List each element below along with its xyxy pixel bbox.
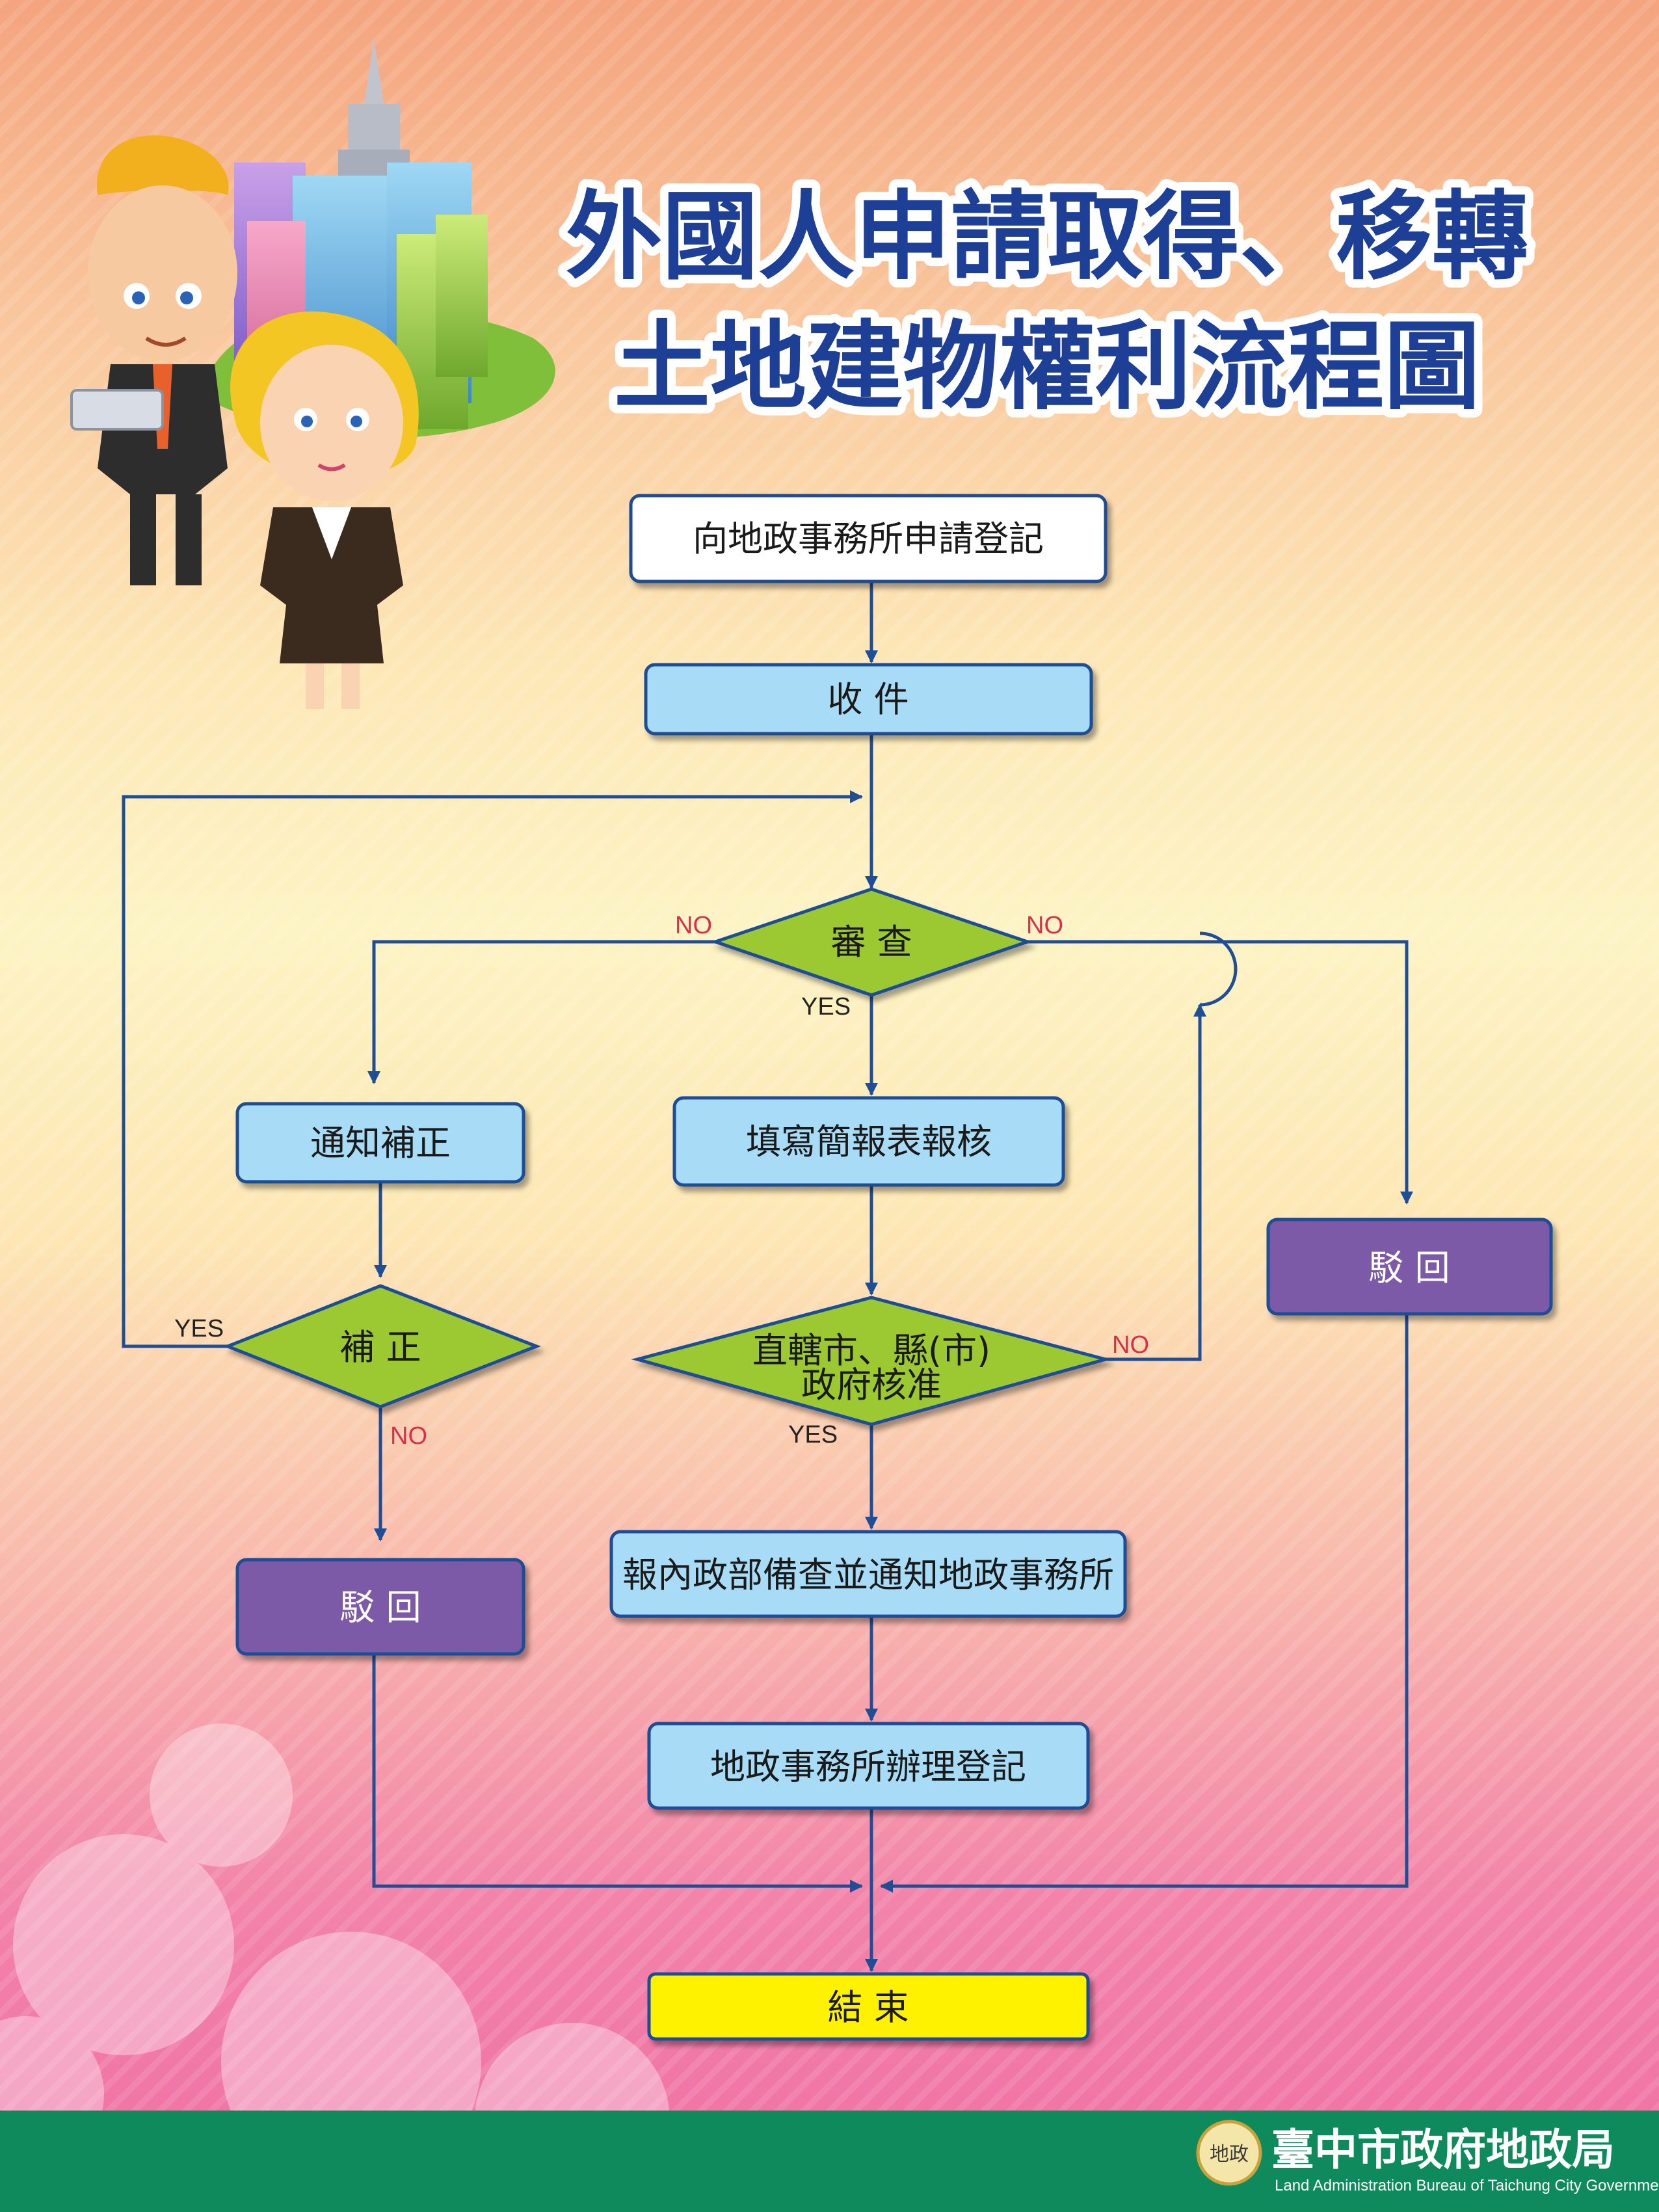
node-correct-label: 補 正 [339,1327,421,1368]
edge-approve-no-loop [1106,1004,1206,1361]
connectors [122,582,1413,1972]
label-correct-yes: YES [174,1315,224,1342]
node-register-label: 地政事務所辦理登記 [710,1746,1026,1787]
node-fill-report [672,1096,1065,1187]
node-approve-label-2: 政府核准 [801,1365,942,1406]
node-review [710,887,1033,997]
label-review-no-right: NO [1026,912,1063,939]
edge-reject-right-end [880,1314,1409,1893]
node-reject-right [1266,1218,1553,1316]
footer-bar: 地政 臺中市政府地政局 Land Administration Bureau o… [0,2111,1659,2212]
businessman-illustration [70,135,237,585]
title-line-2: 土地建物權利流程圖 [614,311,1480,423]
node-apply [629,494,1108,583]
title-line-1: 外國人申請取得、移轉 [566,181,1528,293]
node-end-label: 結 束 [827,1987,909,2028]
logo-text: 地政 [1210,2143,1249,2166]
node-report-moi [609,1530,1127,1618]
node-apply-label: 向地政事務所申請登記 [693,518,1044,559]
node-correct [223,1284,541,1409]
label-review-yes: YES [801,993,851,1020]
footer-org-en: Land Administration Bureau of Taichung C… [1275,2177,1659,2194]
edge-review-no-right [1028,940,1413,1205]
node-register [647,1722,1090,1810]
edge-review-no-left [367,940,715,1084]
title-line-1: 外國人申請取得、移轉 [566,181,1528,293]
node-reject-left [235,1558,525,1656]
businesswoman-illustration [230,311,419,709]
bureau-logo: 地政 [1196,2120,1262,2186]
footer-org-zh: 臺中市政府地政局 [1271,2124,1615,2175]
node-reject-left-label: 駁 回 [339,1587,421,1628]
node-approve [631,1296,1112,1426]
edge-correct-yes-loop [122,790,863,1348]
label-review-no-left: NO [675,912,712,939]
edge-reject-left-end [372,1655,863,1893]
label-approve-no: NO [1112,1331,1149,1359]
title-line-2: 土地建物權利流程圖 [614,311,1480,423]
label-approve-yes: YES [788,1421,838,1448]
node-receive [644,663,1093,736]
poster-title: 外國人申請取得、移轉 外國人申請取得、移轉 土地建物權利流程圖 土地建物權利流程… [557,172,1537,431]
node-review-label: 審 查 [830,922,912,963]
edge-jumper [1199,931,1238,1007]
node-notify-correct-label: 通知補正 [310,1123,451,1164]
node-end [647,1972,1090,2041]
node-approve-label-1: 直轄市、縣(市) [752,1330,990,1371]
node-reject-right-label: 駁 回 [1368,1247,1450,1288]
node-report-moi-label: 報內政部備查並通知地政事務所 [622,1554,1114,1595]
node-receive-label: 收 件 [827,679,909,720]
label-correct-no: NO [390,1422,427,1450]
node-notify-correct [235,1102,525,1184]
node-fill-report-label: 填寫簡報表報核 [746,1121,992,1162]
